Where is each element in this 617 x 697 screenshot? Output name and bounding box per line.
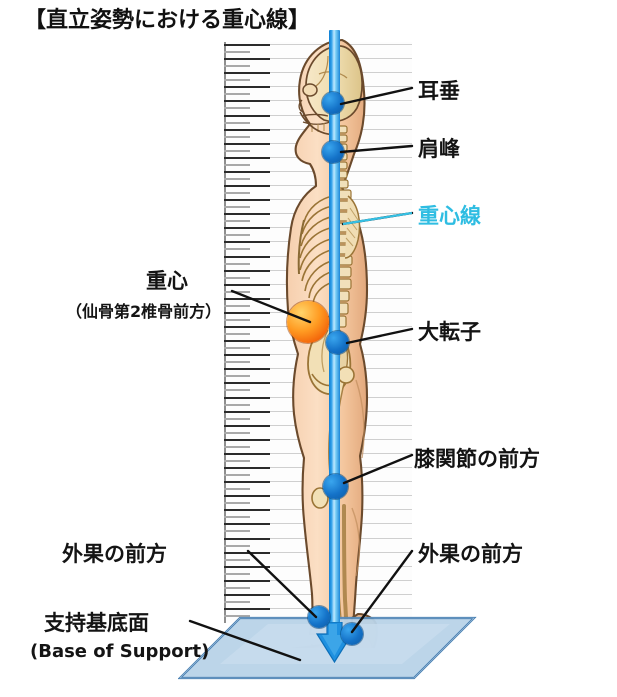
page-title: 【直立姿勢における重心線】 — [24, 8, 311, 33]
ruler-tick-major — [224, 410, 270, 413]
ruler-tick-minor — [224, 431, 250, 434]
ruler-tick-major — [224, 452, 270, 455]
ruler-tick-minor — [224, 600, 250, 603]
ruler-tick-major — [224, 509, 270, 512]
ruler-tick-major — [224, 72, 270, 75]
ruler-tick-minor — [224, 149, 250, 152]
ruler-tick-minor — [224, 79, 250, 82]
ruler-tick-minor — [224, 586, 250, 589]
label-center-of-gravity-sub: （仙骨第2椎骨前方） — [66, 302, 222, 321]
ruler-tick-major — [224, 495, 270, 498]
ruler-tick-minor — [224, 572, 250, 575]
ruler-tick-minor — [224, 262, 250, 265]
ruler-tick-minor — [224, 389, 250, 392]
line-of-gravity — [329, 30, 340, 630]
ruler-tick-minor — [224, 248, 250, 251]
ruler-tick-minor — [224, 333, 250, 336]
ruler-tick-minor — [224, 107, 250, 110]
landmark-dot-acromion — [322, 141, 344, 163]
ruler-tick-major — [224, 100, 270, 103]
label-earlobe: 耳垂 — [418, 79, 460, 103]
ruler-tick-minor — [224, 177, 250, 180]
ruler-tick-minor — [224, 192, 250, 195]
ruler-tick-minor — [224, 121, 250, 124]
ruler-tick-minor — [224, 163, 250, 166]
ruler-tick-minor — [224, 488, 250, 491]
ruler-tick-major — [224, 199, 270, 202]
ruler-tick-minor — [224, 502, 250, 505]
ruler-tick-minor — [224, 93, 250, 96]
ruler-tick-minor — [224, 474, 250, 477]
ruler-tick-minor — [224, 403, 250, 406]
ruler-tick-major — [224, 269, 270, 272]
center-of-gravity-marker — [287, 301, 329, 343]
ruler-tick-major — [224, 382, 270, 385]
ruler-tick-major — [224, 368, 270, 371]
label-base-of-support: 支持基底面 — [44, 611, 149, 635]
ruler-tick-minor — [224, 544, 250, 547]
ruler-tick-major — [224, 326, 270, 328]
ruler-tick-major — [224, 424, 270, 427]
ruler-tick-major — [224, 128, 270, 131]
ruler-tick-minor — [224, 530, 250, 533]
ruler-tick-minor — [224, 459, 250, 462]
ruler-tick-major — [224, 438, 270, 441]
ruler-tick-major — [224, 241, 270, 244]
ruler-tick-major — [224, 481, 270, 484]
ruler-tick-minor — [224, 135, 250, 138]
ruler-tick-major — [224, 58, 270, 61]
label-anterior-malleolus-right: 外果の前方 — [418, 542, 523, 566]
ruler-tick-major — [224, 283, 270, 286]
ruler-tick-major — [224, 537, 270, 540]
ruler-tick-minor — [224, 375, 250, 378]
ruler-tick-major — [224, 142, 270, 145]
ruler-tick-minor — [224, 234, 250, 237]
ruler-tick-major — [224, 170, 270, 173]
body-svg — [285, 38, 378, 648]
label-anterior-knee: 膝関節の前方 — [414, 447, 540, 471]
ruler-tick-major — [224, 227, 270, 230]
ruler-tick-major — [224, 340, 270, 343]
ruler-tick-major — [224, 467, 270, 469]
label-center-of-gravity: 重心 — [146, 269, 188, 293]
ruler-tick-major — [224, 156, 270, 159]
landmark-dot-malleolus-right — [341, 623, 363, 645]
ruler-tick-minor — [224, 347, 250, 350]
ruler-tick-minor — [224, 361, 250, 364]
ruler-tick-minor — [224, 206, 250, 209]
label-base-of-support-sub: (Base of Support) — [30, 641, 210, 662]
ruler-tick-major — [224, 354, 270, 357]
ruler-tick-minor — [224, 417, 250, 420]
ruler-tick-minor — [224, 516, 250, 519]
ruler-tick-minor — [224, 51, 250, 54]
label-line-of-gravity: 重心線 — [418, 204, 481, 228]
landmark-dot-greater-trochanter — [326, 331, 349, 354]
ruler-tick-major — [224, 86, 270, 89]
ruler-tick-minor — [224, 220, 250, 223]
ruler-tick-minor — [224, 65, 250, 68]
ruler-tick-minor — [224, 615, 250, 618]
human-figure-illustration — [224, 28, 424, 648]
landmark-dot-earlobe — [322, 92, 344, 114]
label-anterior-malleolus-left: 外果の前方 — [62, 542, 167, 566]
ruler-tick-minor — [224, 558, 250, 561]
ruler-tick-major — [224, 44, 270, 46]
ruler-tick-minor — [224, 276, 250, 279]
landmark-dot-knee — [323, 474, 348, 499]
grid-line — [226, 44, 412, 45]
ruler-tick-major — [224, 255, 270, 258]
label-acromion: 肩峰 — [418, 137, 460, 161]
ruler-tick-major — [224, 213, 270, 216]
ruler-tick-minor — [224, 445, 250, 448]
ruler-tick-major — [224, 396, 270, 399]
ruler-tick-major — [224, 523, 270, 526]
landmark-dot-malleolus-left — [308, 606, 330, 628]
ruler-tick-major — [224, 185, 270, 187]
ruler-tick-major — [224, 114, 270, 117]
label-greater-trochanter: 大転子 — [418, 320, 481, 344]
